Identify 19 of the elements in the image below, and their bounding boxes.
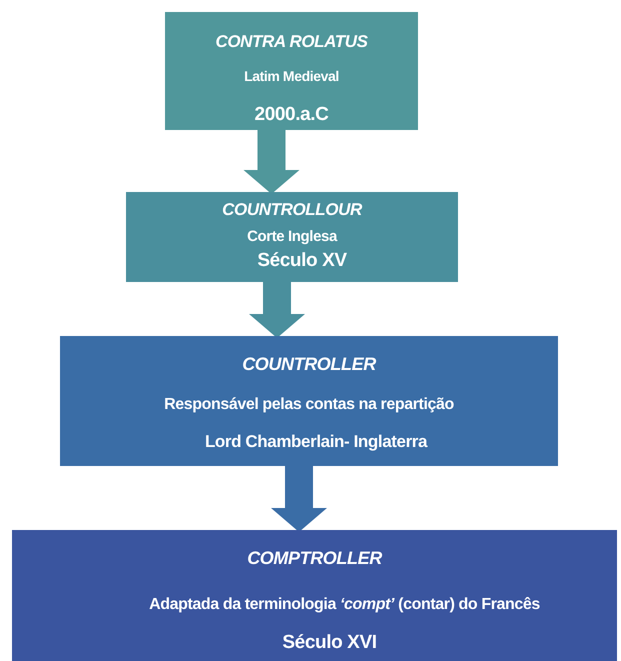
box-text: Lord Chamberlain- Inglaterra xyxy=(204,432,428,452)
box-text: Responsável pelas contas na repartição xyxy=(164,396,454,414)
box-heading: COMPTROLLER xyxy=(247,548,382,569)
block-arrow xyxy=(271,466,327,532)
box-text: Latim Medieval xyxy=(244,68,339,84)
box-text: Corte Inglesa xyxy=(247,228,337,245)
box-text: Adaptada da terminologia ‘compt’ (contar) do Francês xyxy=(149,596,540,614)
process-box xyxy=(60,336,558,466)
box-heading: CONTRA ROLATUS xyxy=(215,32,368,52)
process-box xyxy=(12,530,617,661)
block-arrow xyxy=(244,130,300,194)
box-text: Século XVI xyxy=(282,632,377,654)
process-box xyxy=(165,12,418,130)
box-heading: COUNTROLLER xyxy=(242,354,376,375)
box-text: 2000.a.C xyxy=(254,104,328,126)
process-box xyxy=(126,192,458,282)
block-arrow xyxy=(249,282,305,338)
box-text: Século XV xyxy=(257,250,347,272)
box-heading: COUNTROLLOUR xyxy=(222,200,362,220)
